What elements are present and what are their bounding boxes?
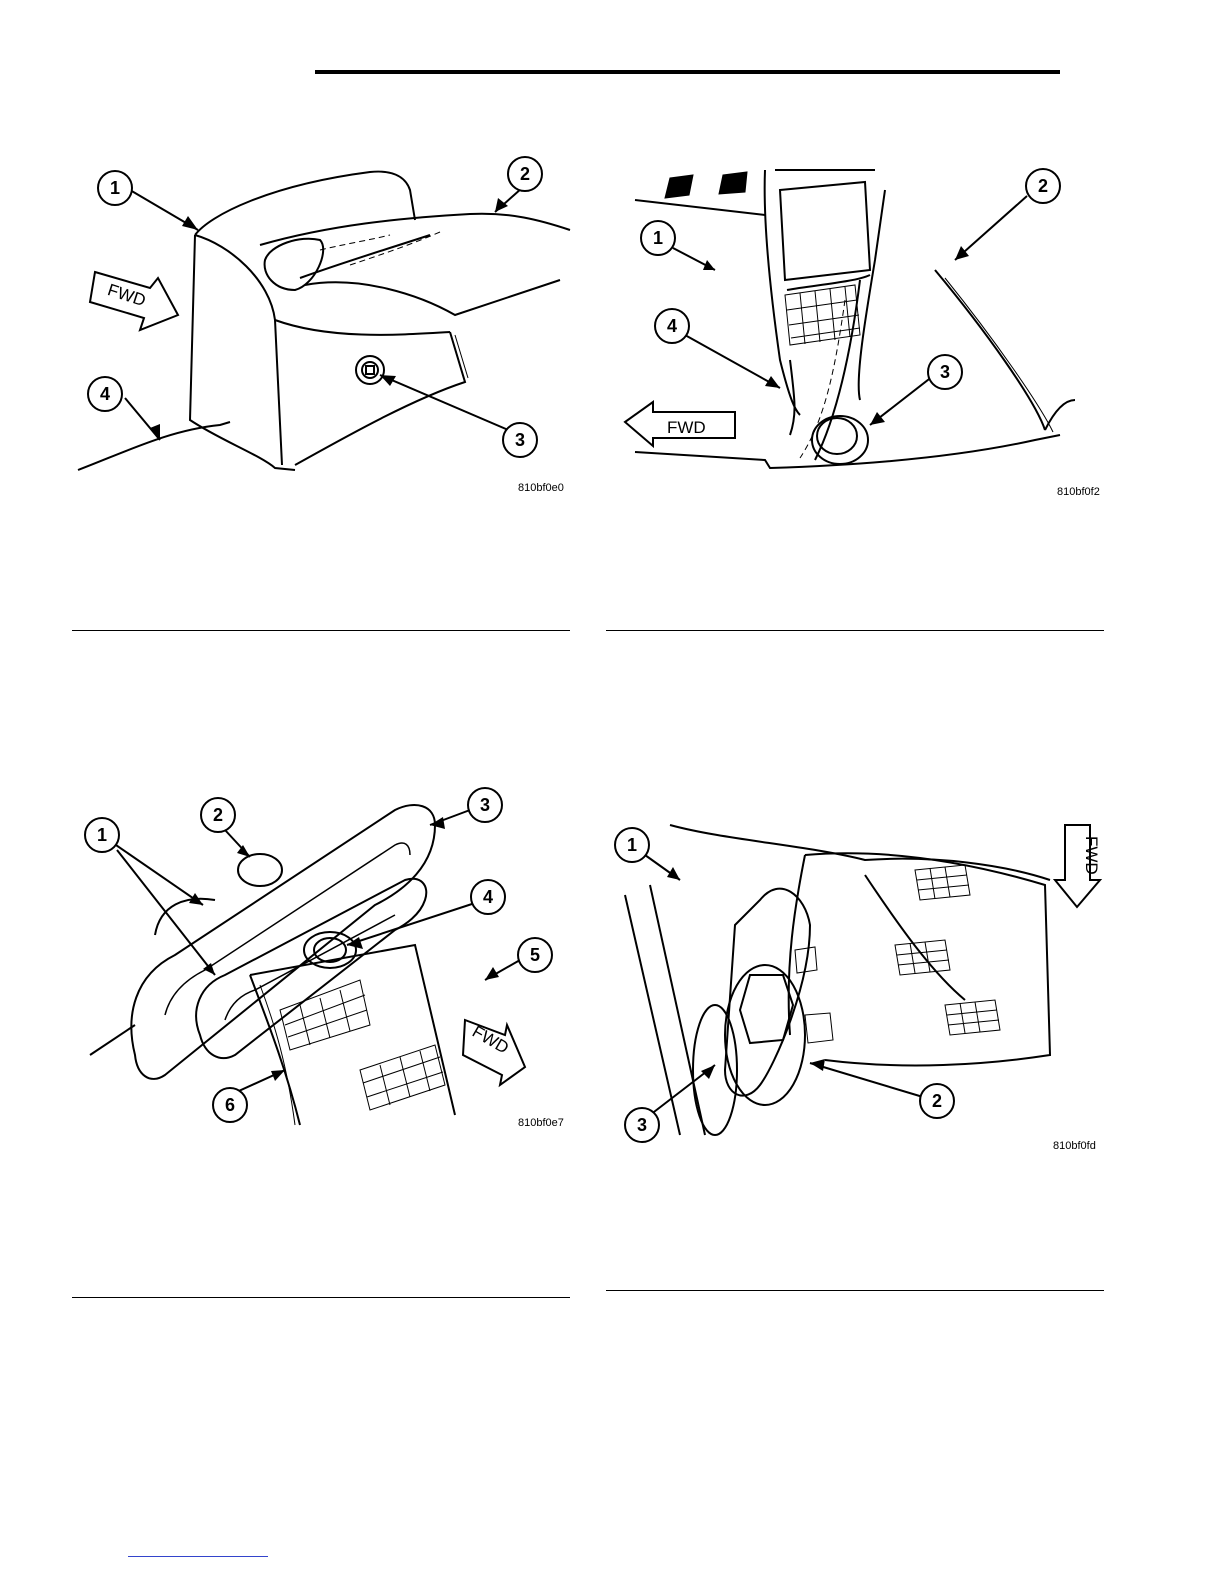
- fwd-label: FWD: [667, 418, 706, 437]
- callout-3: 3: [503, 423, 537, 457]
- callout-1: 1: [85, 818, 119, 852]
- figure-3-illustration: 1 2 3 4 5 6 FWD: [75, 785, 595, 1135]
- figure-seat-belt-anchor-cover: 1 2 3 4 FWD 810bf0e0: [70, 150, 590, 505]
- callout-2: 2: [201, 798, 235, 832]
- footer-link-underline[interactable]: [128, 1556, 268, 1557]
- svg-text:6: 6: [225, 1095, 235, 1115]
- header-rule: [315, 70, 1060, 74]
- svg-text:1: 1: [110, 178, 120, 198]
- section-divider: [606, 630, 1104, 631]
- svg-text:4: 4: [483, 887, 493, 907]
- figure-code: 810bf0e0: [518, 482, 564, 494]
- section-divider: [72, 1297, 570, 1298]
- figure-seat-belt-shoulder-guide: 1 2 3 4 5 6 FWD 810bf0e7: [75, 785, 595, 1135]
- figure-2-illustration: 1 2 3 4 FWD: [615, 160, 1110, 505]
- callout-6: 6: [213, 1088, 247, 1122]
- callout-4: 4: [471, 880, 505, 914]
- figure-code: 810bf0fd: [1053, 1140, 1096, 1152]
- svg-text:3: 3: [515, 430, 525, 450]
- figure-3-callouts: 1 2 3 4 5 6: [85, 788, 552, 1122]
- fwd-label: FWD: [1082, 836, 1101, 875]
- svg-text:3: 3: [940, 362, 950, 382]
- svg-text:4: 4: [667, 316, 677, 336]
- figure-code: 810bf0e7: [518, 1117, 564, 1129]
- callout-2: 2: [920, 1084, 954, 1118]
- callout-2: 2: [508, 157, 542, 191]
- svg-text:2: 2: [1038, 176, 1048, 196]
- svg-text:1: 1: [627, 835, 637, 855]
- section-divider: [606, 1290, 1104, 1291]
- figure-code: 810bf0f2: [1057, 486, 1100, 498]
- figure-1-callouts: 1 2 3 4: [88, 157, 542, 457]
- callout-3: 3: [928, 355, 962, 389]
- figure-4-illustration: 1 2 3 FWD: [605, 815, 1105, 1160]
- callout-2: 2: [1026, 169, 1060, 203]
- svg-text:2: 2: [520, 164, 530, 184]
- svg-text:5: 5: [530, 945, 540, 965]
- callout-1: 1: [98, 171, 132, 205]
- svg-text:1: 1: [653, 228, 663, 248]
- figure-seat-belt-lower-anchor: 1 2 3 4 FWD 810bf0f2: [615, 160, 1110, 505]
- callout-3: 3: [625, 1108, 659, 1142]
- svg-text:3: 3: [637, 1115, 647, 1135]
- callout-4: 4: [655, 309, 689, 343]
- svg-text:2: 2: [213, 805, 223, 825]
- figure-1-illustration: 1 2 3 4 FWD: [70, 150, 590, 505]
- callout-5: 5: [518, 938, 552, 972]
- callout-3: 3: [468, 788, 502, 822]
- figure-2-callouts: 1 2 3 4: [641, 169, 1060, 389]
- svg-text:2: 2: [932, 1091, 942, 1111]
- section-divider: [72, 630, 570, 631]
- callout-4: 4: [88, 377, 122, 411]
- callout-1: 1: [641, 221, 675, 255]
- callout-1: 1: [615, 828, 649, 862]
- figure-seat-belt-anchor-bolt: 1 2 3 FWD 810bf0fd: [605, 815, 1105, 1160]
- svg-text:1: 1: [97, 825, 107, 845]
- svg-text:3: 3: [480, 795, 490, 815]
- svg-text:4: 4: [100, 384, 110, 404]
